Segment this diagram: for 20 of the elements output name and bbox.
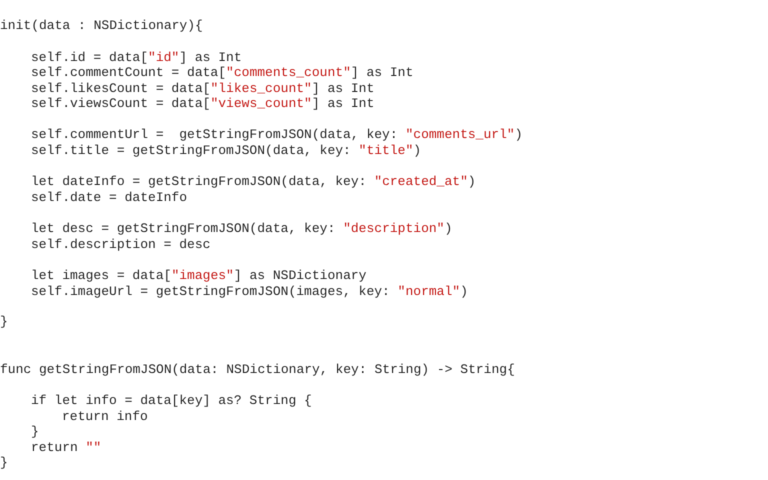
code-line: self.likesCount = data["likes_count"] as Int — [31, 81, 374, 96]
code-line: init(data : NSDictionary){ — [0, 18, 203, 33]
code-line: return info — [62, 409, 148, 424]
code-line: self.commentUrl = getStringFromJSON(data, key: "comments_url") — [31, 127, 522, 142]
code-line: } — [0, 455, 8, 470]
code-line: let desc = getStringFromJSON(data, key: "description") — [31, 221, 452, 236]
code-line: if let info = data[key] as? String { — [31, 393, 312, 408]
code-line: return "" — [31, 440, 102, 455]
code-line: self.viewsCount = data["views_count"] as Int — [31, 96, 374, 111]
code-line: self.imageUrl = getStringFromJSON(images, key: "normal") — [31, 284, 468, 299]
code-line: let dateInfo = getStringFromJSON(data, key: "created_at") — [31, 174, 476, 189]
code-line: self.description = desc — [31, 237, 210, 252]
code-line: } — [31, 424, 39, 439]
code-line: self.id = data["id"] as Int — [31, 50, 242, 65]
code-line: } — [0, 314, 8, 329]
code-line: self.commentCount = data["comments_count"] as Int — [31, 65, 414, 80]
code-line: self.date = dateInfo — [31, 190, 188, 205]
code-line: func getStringFromJSON(data: NSDictionary, key: String) -> String{ — [0, 362, 515, 377]
code-line: self.title = getStringFromJSON(data, key: "title") — [31, 143, 422, 158]
code-line: let images = data["images"] as NSDictionary — [31, 268, 366, 283]
